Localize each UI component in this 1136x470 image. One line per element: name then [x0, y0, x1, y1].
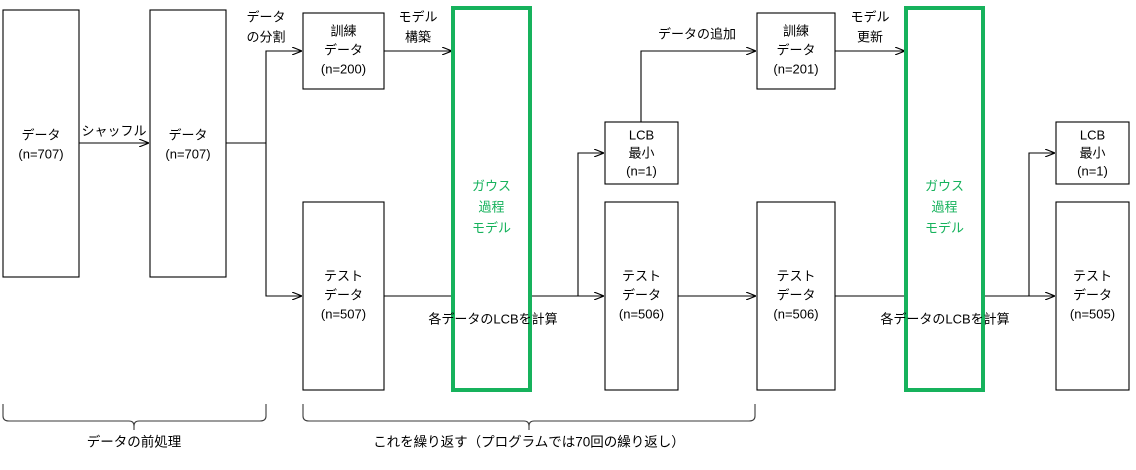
node-gaussian-process-model-1: ガウス 過程 モデル: [451, 6, 532, 392]
node-box: [149, 9, 227, 278]
node-line: モデル: [925, 220, 964, 235]
edge-label-calc-lcb-1: 各データのLCBを計算: [428, 311, 557, 326]
node-line: モデル: [472, 220, 511, 235]
bracket-path: [302, 404, 756, 430]
caption-repeat-loop: これを繰り返す（プログラムでは70回の繰り返し）: [373, 435, 685, 450]
node-line: データ: [324, 42, 363, 57]
node-line: LCB: [1080, 127, 1105, 142]
edge-label-shuffle: シャッフル: [81, 123, 146, 138]
edge-labels-layer: シャッフル データ の分割 モデル 構築 データの追加 モデル 更新 各データの…: [81, 9, 1009, 326]
node-line: (n=201): [773, 61, 818, 76]
edge-label-build-model: 構築: [405, 29, 431, 44]
node-train-200: 訓練 データ (n=200): [302, 12, 385, 90]
node-train-201: 訓練 データ (n=201): [756, 12, 836, 90]
node-line: (n=707): [18, 146, 63, 161]
node-line: データ: [168, 127, 207, 142]
node-box: [756, 201, 836, 391]
edge-label-split: データ: [246, 9, 285, 24]
edge-label-build-model: モデル: [398, 9, 437, 24]
caption-preprocessing: データの前処理: [87, 434, 182, 450]
node-line: 訓練: [783, 23, 809, 38]
node-box: [604, 121, 679, 185]
node-line: ガウス: [472, 178, 511, 193]
node-data-raw: データ (n=707): [2, 9, 80, 278]
bracket-preprocessing: データの前処理: [2, 404, 267, 450]
edge-label-split: の分割: [246, 29, 285, 44]
node-line: 訓練: [330, 23, 356, 38]
node-line: データ: [1073, 287, 1112, 302]
node-lcb-min-1: LCB 最小 (n=1): [604, 121, 679, 185]
node-line: データ: [776, 287, 815, 302]
node-line: テスト: [776, 268, 815, 283]
captions-layer: データの前処理 これを繰り返す（プログラムでは70回の繰り返し）: [2, 404, 756, 450]
node-line: 最小: [1079, 145, 1105, 160]
nodes-layer: データ (n=707) データ (n=707) 訓練 データ (n=200) テ…: [2, 6, 1130, 392]
node-line: テスト: [324, 268, 363, 283]
edge-to-lcb-min-2: [1028, 153, 1054, 296]
node-box: [302, 12, 385, 90]
node-box: [604, 201, 679, 391]
node-test-507: テスト データ (n=507): [302, 201, 385, 391]
node-line: データ: [622, 287, 661, 302]
node-box: [451, 6, 532, 392]
node-box: [302, 201, 385, 391]
node-line: (n=1): [1077, 163, 1108, 178]
node-test-505: テスト データ (n=505): [1055, 201, 1130, 391]
node-line: (n=507): [321, 306, 366, 321]
node-line: (n=707): [165, 146, 210, 161]
node-line: 過程: [931, 199, 957, 214]
node-box: [2, 9, 80, 278]
edge-label-add-data: データの追加: [658, 26, 736, 41]
edge-split-to-test: [265, 143, 301, 296]
node-test-506-a: テスト データ (n=506): [604, 201, 679, 391]
node-line: LCB: [629, 127, 654, 142]
node-data-shuffled: データ (n=707): [149, 9, 227, 278]
node-gaussian-process-model-2: ガウス 過程 モデル: [904, 6, 985, 392]
node-box: [1055, 121, 1130, 185]
node-test-506-b: テスト データ (n=506): [756, 201, 836, 391]
node-box: [904, 6, 985, 392]
edge-label-calc-lcb-2: 各データのLCBを計算: [880, 311, 1009, 326]
node-line: (n=506): [619, 306, 664, 321]
node-line: テスト: [622, 268, 661, 283]
node-line: データ: [324, 287, 363, 302]
edge-add-data: [640, 51, 755, 122]
bracket-path: [2, 404, 267, 430]
node-line: 過程: [478, 199, 504, 214]
node-line: (n=200): [321, 61, 366, 76]
edge-label-update-model: モデル: [850, 9, 889, 24]
edge-label-update-model: 更新: [857, 29, 883, 44]
node-line: (n=506): [773, 306, 818, 321]
node-line: 最小: [628, 145, 654, 160]
node-box: [1055, 201, 1130, 391]
bracket-repeat-loop: これを繰り返す（プログラムでは70回の繰り返し）: [302, 404, 756, 450]
node-line: テスト: [1073, 268, 1112, 283]
edge-to-lcb-min-1: [577, 153, 603, 296]
node-box: [756, 12, 836, 90]
node-line: ガウス: [925, 178, 964, 193]
node-lcb-min-2: LCB 最小 (n=1): [1055, 121, 1130, 185]
node-line: データ: [776, 42, 815, 57]
node-line: (n=505): [1070, 306, 1115, 321]
node-line: (n=1): [626, 163, 657, 178]
edge-split-to-train: [265, 51, 301, 143]
node-line: データ: [21, 127, 60, 142]
